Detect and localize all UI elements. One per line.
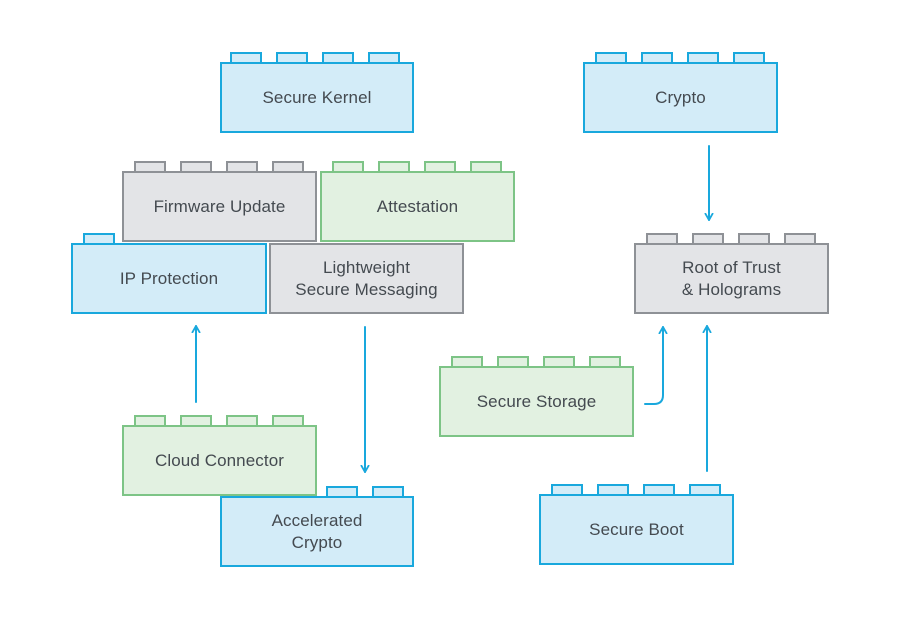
brick-stud (326, 486, 358, 498)
brick-stud (180, 161, 212, 173)
block-ip-protection: IP Protection (71, 233, 267, 314)
block-firmware-update: Firmware Update (122, 161, 317, 242)
brick-stud (597, 484, 629, 496)
brick-stud (646, 233, 678, 245)
brick-stud (543, 356, 575, 368)
brick-stud (372, 486, 404, 498)
brick-stud (332, 161, 364, 173)
block-label: Cloud Connector (154, 450, 285, 470)
block-secure-kernel: Secure Kernel (220, 52, 414, 133)
block-body: Accelerated Crypto (220, 496, 414, 567)
block-body: Secure Boot (539, 494, 734, 565)
block-label: Secure Kernel (262, 87, 372, 107)
block-lightweight-secure-messaging: Lightweight Secure Messaging (269, 233, 464, 314)
brick-stud (595, 52, 627, 64)
brick-stud (689, 484, 721, 496)
block-label: Secure Boot (589, 519, 684, 539)
block-body: Cloud Connector (122, 425, 317, 496)
brick-stud (368, 52, 400, 64)
block-body: Root of Trust & Holograms (634, 243, 829, 314)
block-secure-boot: Secure Boot (539, 484, 734, 565)
brick-stud (322, 52, 354, 64)
block-label: IP Protection (119, 268, 219, 288)
brick-stud (272, 415, 304, 427)
brick-stud (692, 233, 724, 245)
block-label: Root of Trust & Holograms (681, 257, 782, 299)
block-label: Secure Storage (476, 391, 597, 411)
block-label: Crypto (655, 87, 706, 107)
block-cloud-connector: Cloud Connector (122, 415, 317, 496)
brick-stud (226, 161, 258, 173)
block-body: Crypto (583, 62, 778, 133)
brick-stud (641, 52, 673, 64)
block-body: Firmware Update (122, 171, 317, 242)
brick-stud (784, 233, 816, 245)
block-body: Secure Kernel (220, 62, 414, 133)
brick-stud (687, 52, 719, 64)
block-root-of-trust: Root of Trust & Holograms (634, 233, 829, 314)
brick-stud (134, 415, 166, 427)
brick-stud (134, 161, 166, 173)
block-label: Firmware Update (153, 196, 286, 216)
brick-stud (738, 233, 770, 245)
block-accelerated-crypto: Accelerated Crypto (220, 486, 414, 567)
block-secure-storage: Secure Storage (439, 356, 634, 437)
block-body: Lightweight Secure Messaging (269, 243, 464, 314)
brick-stud (470, 161, 502, 173)
block-body: Attestation (320, 171, 515, 242)
brick-stud (230, 52, 262, 64)
brick-stud (733, 52, 765, 64)
block-body: Secure Storage (439, 366, 634, 437)
block-label: Accelerated Crypto (271, 510, 363, 552)
block-body: IP Protection (71, 243, 267, 314)
block-label: Attestation (376, 196, 459, 216)
brick-stud (643, 484, 675, 496)
brick-stud (551, 484, 583, 496)
block-label: Lightweight Secure Messaging (295, 257, 438, 299)
brick-stud (589, 356, 621, 368)
brick-stud (276, 52, 308, 64)
brick-stud (272, 161, 304, 173)
block-crypto: Crypto (583, 52, 778, 133)
brick-stud (83, 233, 115, 245)
block-attestation: Attestation (320, 161, 515, 242)
brick-stud (497, 356, 529, 368)
brick-stud (424, 161, 456, 173)
brick-stud (378, 161, 410, 173)
brick-stud (226, 415, 258, 427)
brick-stud (451, 356, 483, 368)
brick-stud (180, 415, 212, 427)
